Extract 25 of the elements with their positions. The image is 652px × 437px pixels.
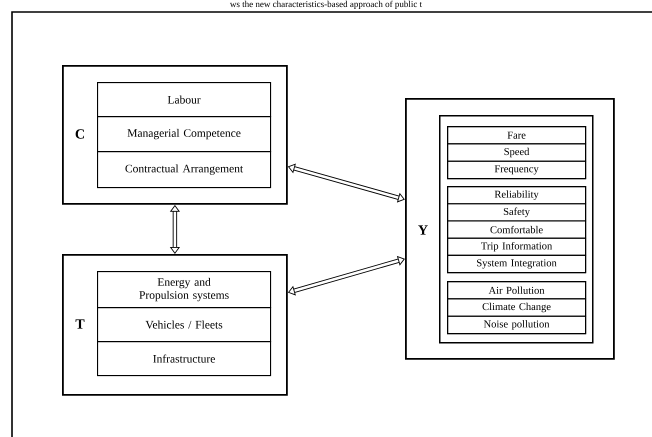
body-text: ws the new characteristics-based approach of public t bbox=[230, 0, 422, 9]
row-box: Speed bbox=[447, 143, 586, 162]
row-box: Infrastructure bbox=[97, 341, 272, 376]
row-box: System Integration bbox=[447, 254, 586, 274]
row-box: Vehicles / Fleets bbox=[97, 307, 272, 342]
side-letter: T bbox=[76, 319, 84, 329]
row-box: Safety bbox=[447, 203, 586, 222]
frame-box bbox=[439, 115, 594, 344]
row-box: Comfortable bbox=[447, 220, 586, 239]
row-box: Reliability bbox=[447, 186, 586, 204]
row-box: Climate Change bbox=[447, 298, 586, 317]
container-box bbox=[62, 65, 288, 205]
row-box: Trip Information bbox=[447, 238, 586, 256]
row-box: Noise pollution bbox=[447, 316, 586, 334]
row-box: Frequency bbox=[447, 160, 586, 180]
row-box: Contractual Arrangement bbox=[97, 151, 272, 188]
row-box: Energy and Propulsion systems bbox=[97, 271, 272, 308]
row-box: Managerial Competence bbox=[97, 116, 272, 152]
row-box: Fare bbox=[447, 126, 586, 144]
container-box bbox=[62, 254, 288, 396]
side-letter: C bbox=[76, 129, 84, 139]
row-box: Air Pollution bbox=[447, 281, 586, 300]
row-box: Labour bbox=[97, 82, 272, 118]
container-box bbox=[405, 98, 615, 360]
side-letter: Y bbox=[418, 225, 428, 235]
